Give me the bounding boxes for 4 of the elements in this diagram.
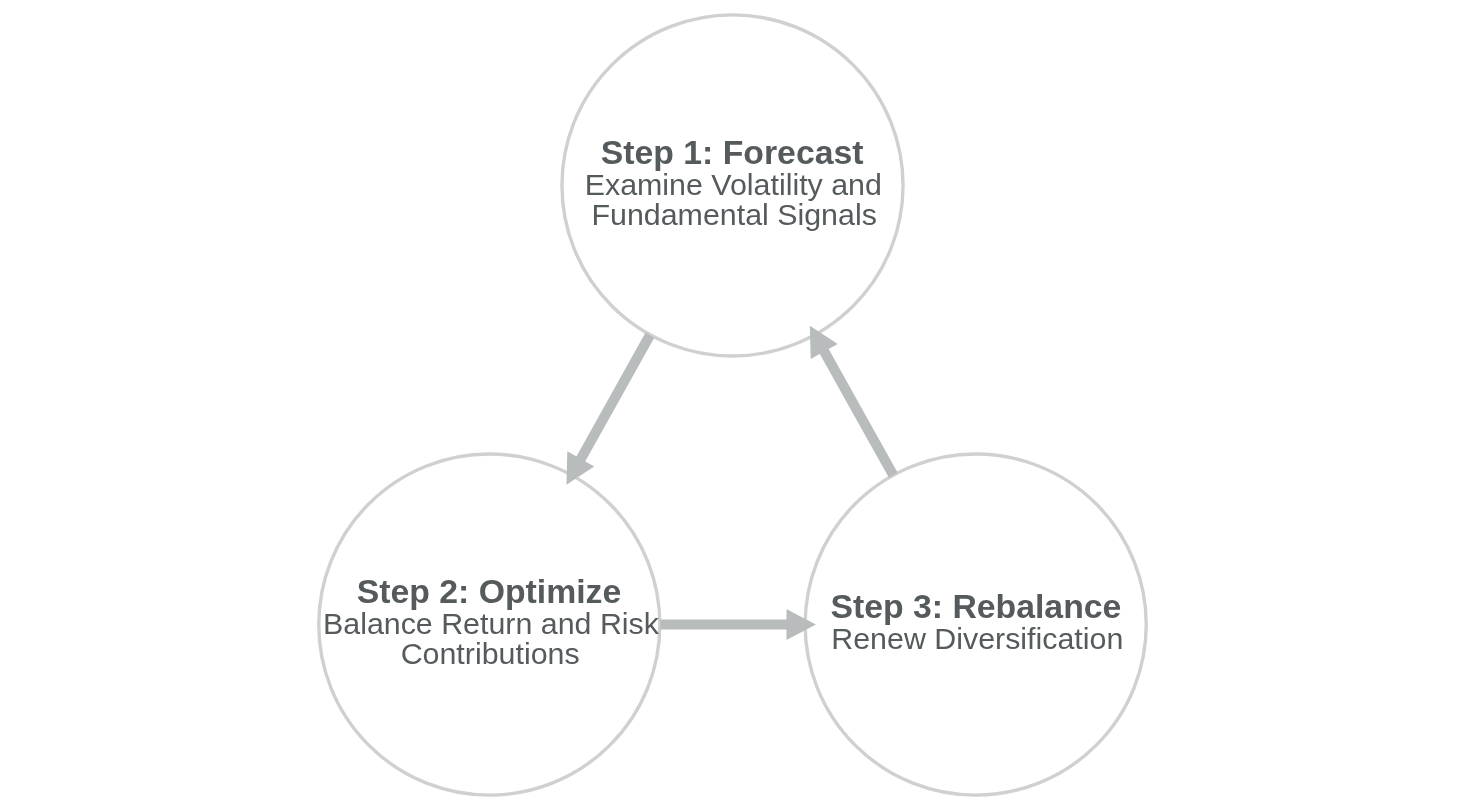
arrow <box>809 325 898 478</box>
arrow <box>659 609 816 640</box>
arrow <box>565 332 654 485</box>
node-circle: Step 3: Rebalance Renew Diversification <box>802 452 1148 797</box>
